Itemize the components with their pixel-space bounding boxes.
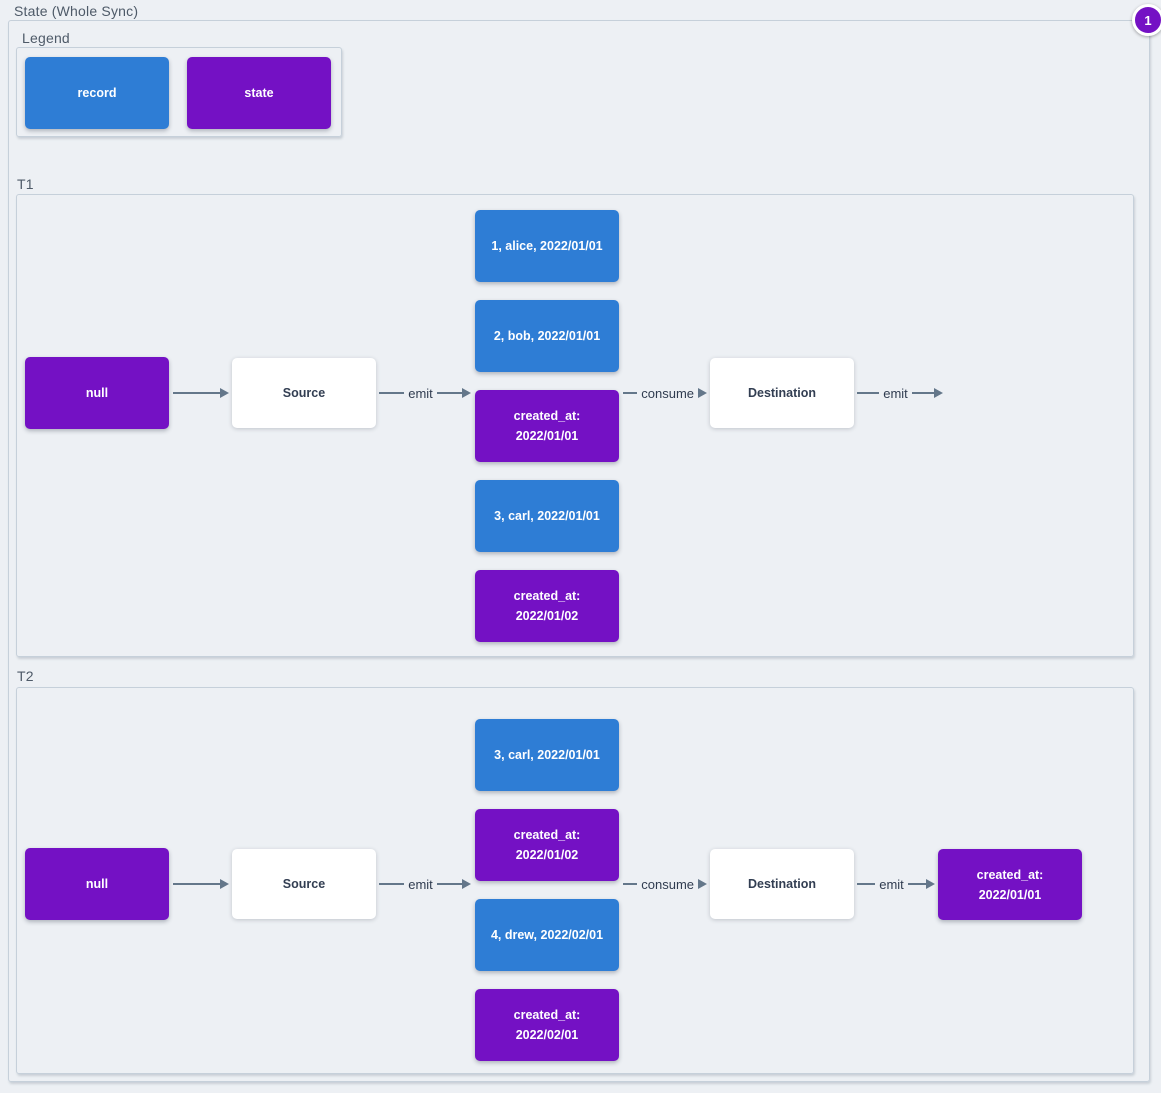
stack-node: 3, carl, 2022/01/01 [475,719,619,791]
arrowhead-icon [462,879,471,889]
t2-consume-edge: consume [623,876,707,892]
t2-output-state-node: created_at: 2022/01/01 [938,849,1082,920]
t2-arrow-null-to-source [173,876,229,892]
stack-node: 3, carl, 2022/01/01 [475,480,619,552]
edge-line [857,392,880,394]
edge-line [623,392,638,394]
edge-label-emit: emit [879,876,904,892]
edge-label-emit: emit [883,385,908,401]
edge-line [379,883,405,885]
t1-consume-edge: consume [623,385,707,401]
annotation-badge-1[interactable]: 1 [1132,4,1161,36]
edge-line [436,883,462,885]
edge-line [911,392,934,394]
t1-source-node: Source [232,358,376,428]
edge-line [436,392,462,394]
arrowhead-icon [934,388,943,398]
t1-emit-edge: emit [379,385,471,401]
stack-node: created_at: 2022/01/01 [475,390,619,462]
outer-panel [8,20,1150,1082]
legend-node: record [25,57,169,129]
edge-line [907,883,926,885]
t2-source-node: Source [232,849,376,919]
arrowhead-icon [698,388,707,398]
legend-title: Legend [22,30,70,46]
section-t1-title: T1 [17,176,34,192]
arrowhead-icon [220,879,229,889]
arrowhead-icon [462,388,471,398]
t1-stack: 1, alice, 2022/01/01 2, bob, 2022/01/01 cr… [475,210,619,642]
t1-emit-out-edge: emit [857,385,943,401]
legend-panel [16,47,342,137]
section-t2-title: T2 [17,668,34,684]
stack-node: 2, bob, 2022/01/01 [475,300,619,372]
stack-node: 1, alice, 2022/01/01 [475,210,619,282]
stack-node: created_at: 2022/02/01 [475,989,619,1061]
edge-label-emit: emit [408,385,433,401]
t2-emit-edge: emit [379,876,471,892]
stack-node: created_at: 2022/01/02 [475,809,619,881]
t2-stack: 3, carl, 2022/01/01 created_at: 2022/01/0… [475,719,619,1061]
edge-line [379,392,405,394]
edge-label-emit: emit [408,876,433,892]
t2-null-node: null [25,848,169,920]
t1-arrow-null-to-source [173,385,229,401]
section-t2-panel [16,687,1134,1074]
edge-label-consume: consume [641,876,694,892]
t2-emit-out-edge: emit [857,876,935,892]
legend-node: state [187,57,331,129]
edge-line [623,883,638,885]
edge-line [857,883,876,885]
arrowhead-icon [926,879,935,889]
arrowhead-icon [220,388,229,398]
diagram-title: State (Whole Sync) [14,3,139,19]
stack-node: created_at: 2022/01/02 [475,570,619,642]
section-t1-panel [16,194,1134,657]
stack-node: 4, drew, 2022/02/01 [475,899,619,971]
edge-line [173,883,220,885]
edge-line [173,392,220,394]
t2-destination-node: Destination [710,849,854,919]
edge-label-consume: consume [641,385,694,401]
t1-destination-node: Destination [710,358,854,428]
t1-null-node: null [25,357,169,429]
arrowhead-icon [698,879,707,889]
